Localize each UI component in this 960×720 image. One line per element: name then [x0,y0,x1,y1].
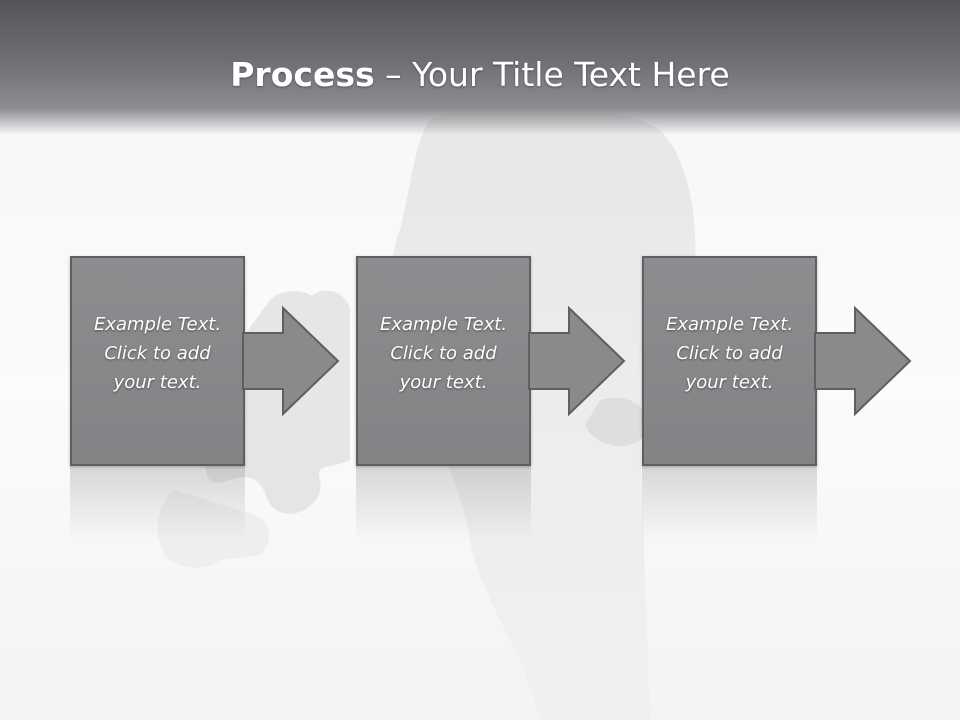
arrow-right-icon [528,305,626,417]
step-line-2: Click to add [390,343,497,364]
header-bar [0,0,960,135]
step-text[interactable]: Example Text. Click to add your text. [644,310,815,397]
step-text[interactable]: Example Text. Click to add your text. [72,310,243,397]
title-bold: Process [230,55,375,94]
step-line-3: your text. [685,372,774,393]
step-reflection [356,466,531,541]
step-line-1: Example Text. [93,314,222,335]
process-step-2[interactable]: Example Text. Click to add your text. [356,256,531,541]
step-line-2: Click to add [104,343,211,364]
title-rest: – Your Title Text Here [374,55,730,94]
arrow-right-icon [242,305,340,417]
slide-title[interactable]: Process – Your Title Text Here [0,52,960,98]
step-line-1: Example Text. [379,314,508,335]
step-box[interactable] [642,256,817,466]
step-reflection [642,466,817,541]
process-step-3[interactable]: Example Text. Click to add your text. [642,256,817,541]
process-step-1[interactable]: Example Text. Click to add your text. [70,256,245,541]
step-reflection [70,466,245,541]
step-line-1: Example Text. [665,314,794,335]
step-line-2: Click to add [676,343,783,364]
step-box[interactable] [70,256,245,466]
step-line-3: your text. [399,372,488,393]
arrow-right-icon [814,305,912,417]
step-line-3: your text. [113,372,202,393]
step-text[interactable]: Example Text. Click to add your text. [358,310,529,397]
